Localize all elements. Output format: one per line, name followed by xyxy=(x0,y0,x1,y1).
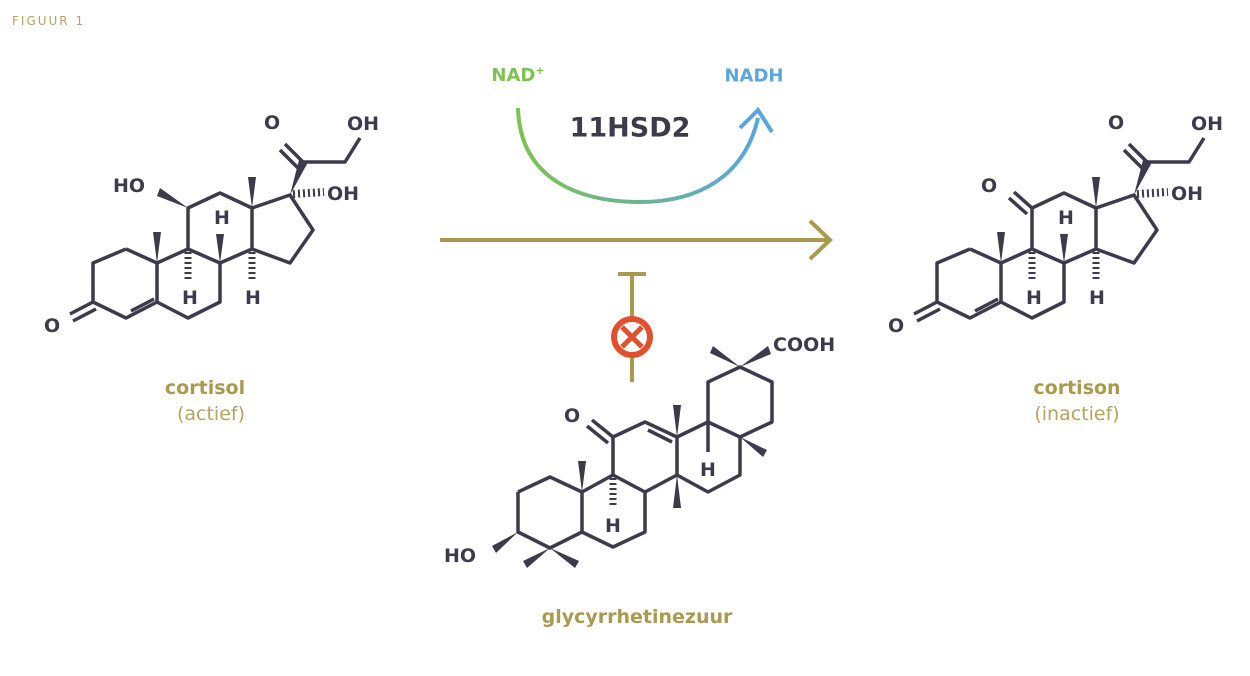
svg-text:H: H xyxy=(605,515,621,537)
product-state: (inactief) xyxy=(1034,403,1120,425)
figure-label: FIGUUR 1 xyxy=(12,14,86,28)
cortison-structure: O xyxy=(888,112,1223,337)
substrate-state: (actief) xyxy=(176,403,246,425)
reaction-arrow xyxy=(440,219,833,261)
cofactor-arc xyxy=(516,106,774,205)
inhibition-marker xyxy=(611,272,653,382)
product-name: cortison xyxy=(1033,377,1121,399)
inhibitor-name: glycyrrhetinezuur xyxy=(541,606,733,628)
svg-text:O: O xyxy=(564,405,580,427)
cofactor-nadh: NADH xyxy=(724,65,784,87)
svg-text:O: O xyxy=(981,175,997,197)
svg-text:HO: HO xyxy=(444,545,476,567)
glycyrrhetinezuur-structure: O HO H H COOH xyxy=(444,334,835,568)
cofactor-nad: NAD+ xyxy=(491,64,545,86)
atom-label: HO xyxy=(113,175,145,197)
svg-text:H: H xyxy=(700,459,716,481)
svg-text:COOH: COOH xyxy=(773,334,835,356)
substrate-name: cortisol xyxy=(164,377,246,399)
enzyme-label: 11HSD2 xyxy=(569,112,691,144)
cortisol-structure: HO xyxy=(44,112,379,337)
